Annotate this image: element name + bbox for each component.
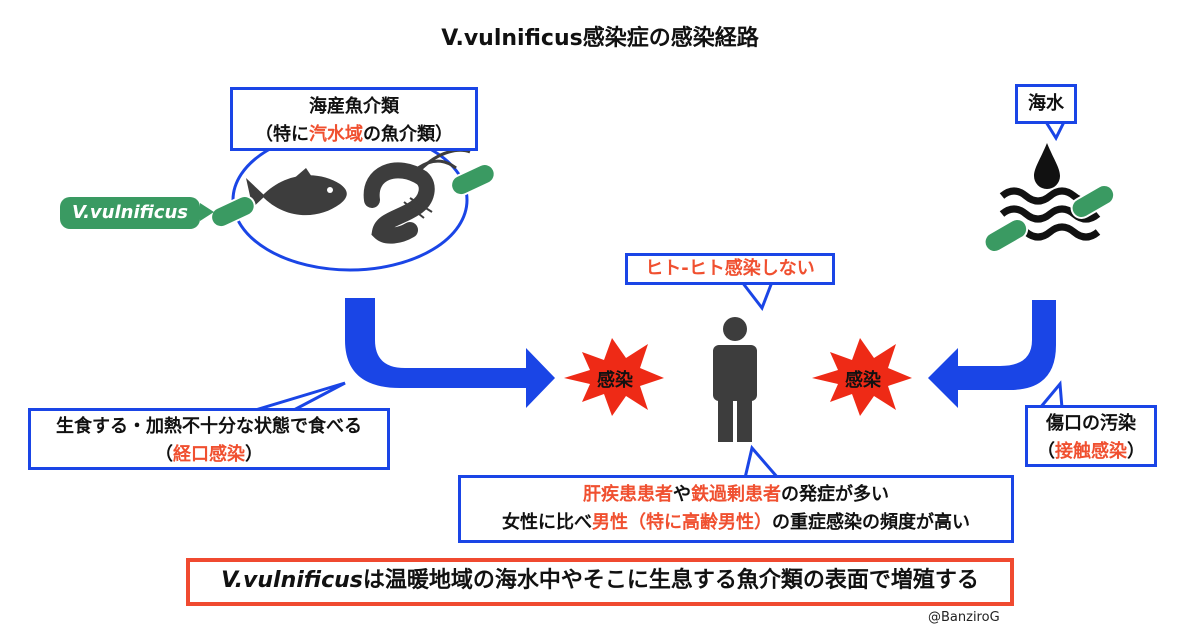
bacteria-shrimp-icon	[450, 163, 496, 197]
left-route-arrow	[345, 298, 555, 408]
bacteria-label: V.vulnificus	[60, 197, 200, 229]
infection-burst-right	[812, 338, 912, 416]
no-transmission-text: ヒト-ヒト感染しない	[645, 258, 815, 279]
shrimp-icon	[363, 148, 471, 244]
risk-callout-tail	[743, 444, 782, 480]
wound-infection: 接触感染	[1055, 441, 1127, 462]
oral-line2: （経口感染）	[31, 441, 387, 469]
no-transmission-tail	[738, 280, 775, 312]
infection-label-left: 感染	[597, 370, 633, 391]
water-drop-icon	[1034, 143, 1060, 189]
seafood-line2-post: の魚介類）	[363, 124, 453, 145]
bacteria-label-pointer	[200, 203, 214, 221]
seawater-label: 海水	[1028, 93, 1064, 114]
risk-line2-end: の重症感染の頻度が高い	[772, 512, 970, 533]
no-transmission-callout: ヒト-ヒト感染しない	[625, 253, 835, 285]
oral-line2-pre: （	[155, 444, 173, 465]
seafood-brackish: 汽水域	[309, 124, 363, 145]
infection-burst-left	[564, 338, 664, 416]
human-icon	[713, 317, 757, 442]
credit: @BanziroG	[928, 610, 1000, 625]
oral-callout-tail	[251, 381, 346, 413]
infection-label-right: 感染	[845, 370, 881, 391]
risk-liver: 肝疾患患者	[583, 484, 673, 505]
risk-callout: 肝疾患患者や鉄過剰患者の発症が多い 女性に比べ男性（特に高齢男性）の重症感染の頻…	[458, 475, 1014, 543]
risk-and: や	[673, 484, 691, 505]
bacteria-left-icon	[210, 195, 256, 229]
seawater-callout-tail	[1043, 120, 1067, 142]
risk-iron: 鉄過剰患者	[691, 484, 781, 505]
risk-male: 男性（特に高齢男性）	[592, 512, 772, 533]
seafood-line1: 海産魚介類	[309, 96, 399, 117]
oral-line2-post: ）	[245, 444, 263, 465]
risk-line2-pre: 女性に比べ	[502, 512, 592, 533]
wound-line2: （接触感染）	[1028, 438, 1154, 466]
wound-line2-pre: （	[1037, 441, 1055, 462]
risk-line1-end: の発症が多い	[781, 484, 889, 505]
diagram-title: V.vulnificus感染症の感染経路	[441, 26, 759, 51]
oral-callout: 生食する・加熱不十分な状態で食べる （経口感染）	[28, 408, 390, 470]
oral-line1: 生食する・加熱不十分な状態で食べる	[56, 416, 362, 437]
bacteria-water-bottom-icon	[983, 218, 1029, 253]
wound-line2-post: ）	[1127, 441, 1145, 462]
seafood-callout: 海産魚介類 （特に汽水域の魚介類）	[230, 87, 478, 151]
summary-box: V.vulnificusは温暖地域の海水中やそこに生息する魚介類の表面で増殖する	[186, 558, 1014, 606]
oral-infection: 経口感染	[173, 444, 245, 465]
summary-species: V.vulnificus	[221, 568, 363, 593]
seafood-line2-pre: （特に	[255, 124, 309, 145]
bacteria-water-top-icon	[1070, 184, 1116, 219]
wound-line1: 傷口の汚染	[1046, 413, 1136, 434]
seawater-callout: 海水	[1015, 84, 1077, 124]
risk-line1: 肝疾患患者や鉄過剰患者の発症が多い	[461, 481, 1011, 509]
summary-text: は温暖地域の海水中やそこに生息する魚介類の表面で増殖する	[362, 568, 979, 593]
seafood-line2: （特に汽水域の魚介類）	[233, 121, 475, 149]
wound-callout: 傷口の汚染 （接触感染）	[1025, 405, 1157, 467]
right-route-arrow	[928, 300, 1056, 408]
risk-line2: 女性に比べ男性（特に高齢男性）の重症感染の頻度が高い	[461, 509, 1011, 537]
